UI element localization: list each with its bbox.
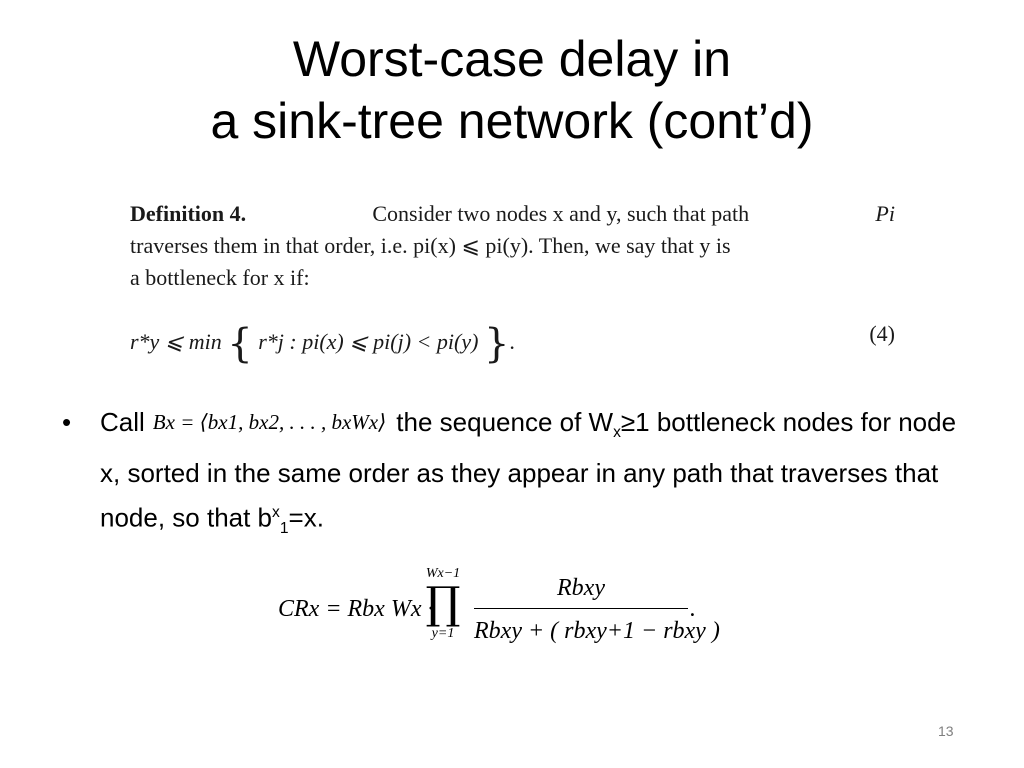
formula-lhs: CRx = Rbx Wx · bbox=[278, 596, 434, 622]
bullet-call: Call bbox=[100, 407, 145, 437]
bullet-sup: x bbox=[272, 504, 280, 522]
bullet-text-a: the sequence of W bbox=[396, 407, 614, 437]
bullet-sub: 1 bbox=[279, 520, 289, 538]
title-line-1: Worst-case delay in bbox=[292, 31, 732, 87]
product-symbol: ∏ bbox=[425, 578, 461, 629]
bullet-text: Call Bx = ⟨bx1, bx2, . . . , bxWx⟩ the seq… bbox=[100, 402, 960, 549]
definition-line-1-text: Consider two nodes x and y, such that pa… bbox=[372, 201, 750, 226]
definition-label: Definition 4. bbox=[130, 201, 247, 226]
bullet-text-end: =x. bbox=[288, 502, 324, 533]
product-operator: Wx−1 ∏ y=1 bbox=[418, 566, 468, 642]
definition-block: Definition 4. Consider two nodes x and y… bbox=[130, 198, 895, 294]
definition-line-3: a bottleneck for x if: bbox=[130, 265, 310, 290]
formula-end: . bbox=[690, 596, 696, 622]
equation-4: r*y ⩽ min { r*j : pi(x) ⩽ pi(j) < pi(y) … bbox=[130, 315, 895, 367]
equation-number: (4) bbox=[869, 321, 895, 346]
slide-title: Worst-case delay in a sink-tree network … bbox=[0, 28, 1024, 152]
equation-4-body: r*y ⩽ min { r*j : pi(x) ⩽ pi(j) < pi(y) … bbox=[130, 321, 515, 367]
equation-4-end: . bbox=[509, 329, 515, 354]
definition-line-1: Definition 4. Consider two nodes x and y… bbox=[130, 198, 895, 230]
path-symbol: Pi bbox=[875, 201, 895, 226]
title-line-2: a sink-tree network (cont’d) bbox=[210, 93, 814, 149]
page-number: 13 bbox=[938, 723, 954, 739]
definition-line-2: traverses them in that order, i.e. pi(x)… bbox=[130, 233, 731, 258]
formula-fraction: Rbxy Rbxy + ( rbxy+1 − rbxy ) bbox=[474, 570, 720, 651]
cr-formula: CRx = Rbx Wx · Wx−1 ∏ y=1 Rbxy Rbxy + ( … bbox=[278, 566, 720, 666]
equation-4-inner: r*j : pi(x) ⩽ pi(j) < pi(y) bbox=[258, 329, 479, 354]
fraction-bar bbox=[474, 608, 688, 609]
fraction-denominator: Rbxy + ( rbxy+1 − rbxy ) bbox=[474, 618, 720, 644]
product-lower-limit: y=1 bbox=[431, 626, 455, 641]
bottleneck-sequence-math: Bx = ⟨bx1, bx2, . . . , bxWx⟩ bbox=[152, 410, 387, 434]
product-upper-limit: Wx−1 bbox=[425, 566, 461, 581]
bullet-text-b: ≥1 bottleneck nodes for node x, sorted i… bbox=[100, 407, 957, 533]
bullet-text-a-sub: x bbox=[613, 424, 621, 442]
fraction-numerator: Rbxy bbox=[557, 575, 605, 601]
right-brace: } bbox=[483, 321, 510, 367]
equation-4-lhs: r*y ⩽ min bbox=[130, 329, 222, 354]
left-brace: { bbox=[227, 321, 253, 367]
bullet-marker: • bbox=[62, 407, 72, 437]
